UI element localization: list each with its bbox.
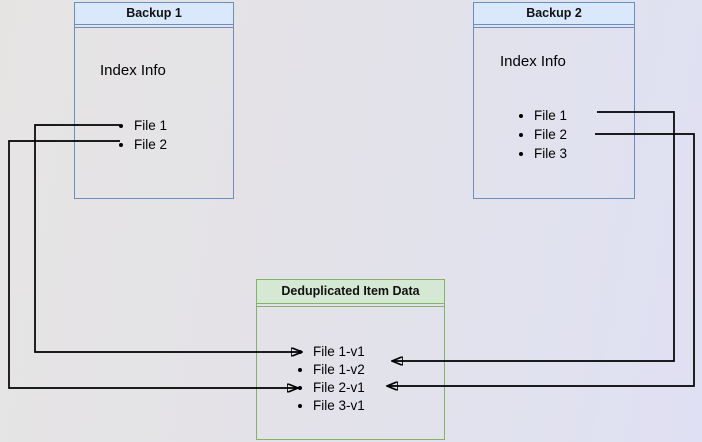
backup2-box: Backup 2 [473, 2, 635, 199]
backup2-file-list: File 1 File 2 File 3 [520, 106, 567, 163]
backup1-title: Backup 1 [75, 3, 233, 25]
dedup-item-list: File 1-v1 File 1-v2 File 2-v1 File 3-v1 [299, 343, 365, 415]
dedup-title: Deduplicated Item Data [257, 280, 444, 304]
backup1-file-list: File 1 File 2 [120, 116, 167, 154]
backup2-file-item: File 2 [534, 125, 567, 144]
dedup-item: File 3-v1 [313, 397, 365, 415]
dedup-header-divider [257, 304, 444, 307]
backup2-file-item: File 3 [534, 144, 567, 163]
backup2-header-divider [474, 25, 634, 28]
backup2-index-info-label: Index Info [500, 53, 566, 70]
backup2-file-item: File 1 [534, 106, 567, 125]
backup1-file-item: File 2 [134, 135, 167, 154]
dedup-item: File 1-v1 [313, 343, 365, 361]
backup1-index-info-label: Index Info [100, 62, 166, 79]
backup2-title: Backup 2 [474, 3, 634, 25]
backup1-header-divider [75, 25, 233, 28]
backup1-file-item: File 1 [134, 116, 167, 135]
dedup-item: File 2-v1 [313, 379, 365, 397]
backup1-box: Backup 1 [74, 2, 234, 199]
dedup-item: File 1-v2 [313, 361, 365, 379]
